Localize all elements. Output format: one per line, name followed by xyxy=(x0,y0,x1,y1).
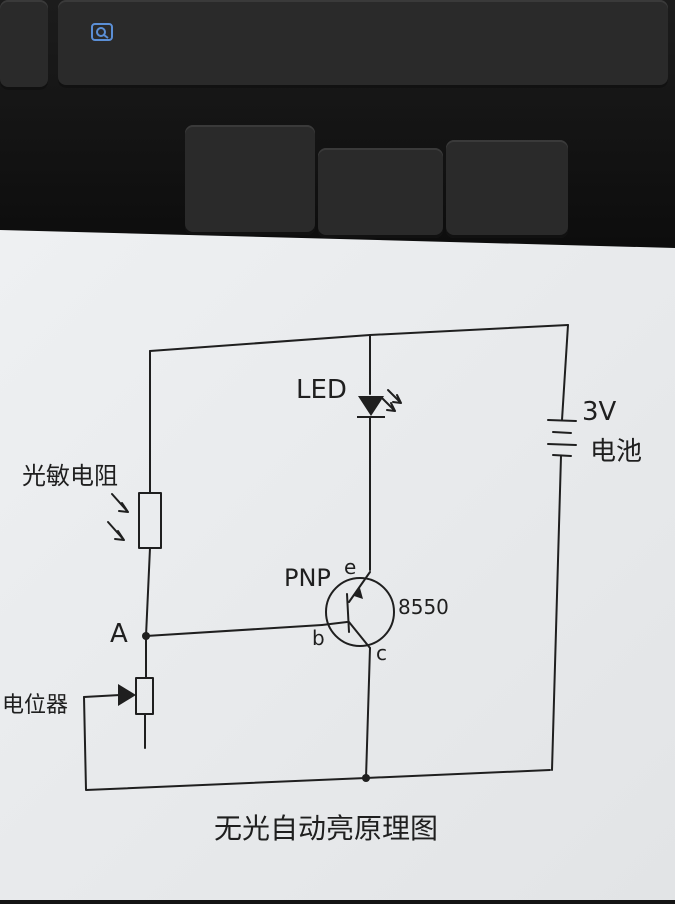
led-emission-icon xyxy=(381,397,396,412)
transistor-type-label: PNP xyxy=(284,564,331,592)
transistor-body xyxy=(325,577,395,647)
battery-plate-long xyxy=(547,443,577,446)
wire-base xyxy=(145,624,323,637)
emitter-arrow-icon xyxy=(354,588,363,599)
wire-right-lower xyxy=(551,455,562,771)
keyboard-key xyxy=(58,0,668,88)
junction-dot xyxy=(142,632,150,640)
node-a-label: A xyxy=(110,619,128,649)
wire-collector xyxy=(365,647,371,779)
wire-left-middle xyxy=(145,547,151,679)
transistor-base-bar xyxy=(346,593,350,633)
potentiometer xyxy=(135,677,154,715)
emitter-label: e xyxy=(344,555,356,579)
transistor-base-lead xyxy=(321,621,348,626)
battery-plate-short xyxy=(552,454,572,457)
battery-plate-short xyxy=(552,431,572,434)
led-emission-icon xyxy=(387,389,402,404)
light-arrow-icon xyxy=(107,521,125,541)
wire-right-upper xyxy=(561,324,569,421)
photoresistor-label: 光敏电阻 xyxy=(22,462,118,490)
keyboard-key xyxy=(0,0,48,90)
led-label: LED xyxy=(296,375,347,405)
battery-voltage-label: 3V xyxy=(582,397,617,427)
battery-label: 电池 xyxy=(590,437,642,467)
transistor-model-label: 8550 xyxy=(398,595,449,619)
keyboard-key xyxy=(185,125,315,235)
collector-label: c xyxy=(376,641,387,665)
base-label: b xyxy=(312,626,325,650)
potentiometer-label: 电位器 xyxy=(2,693,68,718)
wiper-arrow-icon xyxy=(118,684,136,706)
keyboard-key xyxy=(318,148,443,238)
led-symbol xyxy=(358,396,384,416)
wire-bottom xyxy=(83,696,551,791)
transistor-collector-lead xyxy=(348,621,371,649)
battery-plate-long xyxy=(547,419,577,422)
keyboard-key xyxy=(446,140,568,238)
wire-pot-wiper xyxy=(83,694,121,698)
paper-sheet xyxy=(0,226,675,900)
junction-dot xyxy=(362,774,370,782)
light-arrow-icon xyxy=(111,493,129,513)
photoresistor xyxy=(138,492,162,549)
keyboard-key-icon xyxy=(91,23,113,41)
paper-surface xyxy=(0,230,675,900)
diagram-caption: 无光自动亮原理图 xyxy=(214,812,438,845)
transistor-emitter-lead xyxy=(348,571,371,603)
paper-svg xyxy=(0,230,675,900)
keyboard-background xyxy=(0,0,675,260)
wire-top xyxy=(149,324,569,352)
